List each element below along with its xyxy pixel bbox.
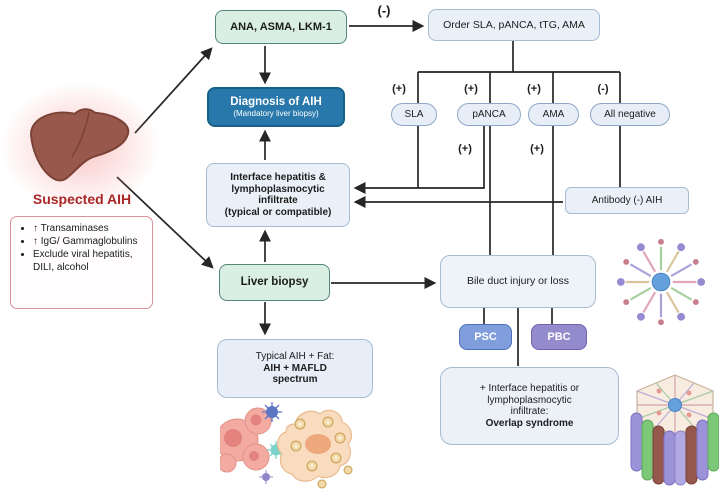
node-all-negative: All negative [590,103,670,126]
criteria-item: Exclude viral hepatitis, DILI, alcohol [33,249,148,273]
node-pbc: PBC [531,324,587,350]
edge-label-sla-positive: (+) [392,83,406,95]
edge-label-ama-positive-2: (+) [530,143,544,155]
edge-label-all-negative: (-) [597,83,609,95]
node-ama: AMA [528,103,579,126]
liver-illustration [30,108,130,182]
liver-lobule-3d-illustration [630,374,719,486]
edge-label-panca-positive: (+) [464,83,478,95]
suspected-aih-label: Suspected AIH [32,191,132,207]
edge-label-panca-positive-2: (+) [458,143,472,155]
interface-line: lymphoplasmocytic [231,183,325,195]
suspicion-criteria-box: ↑ Transaminases ↑ IgG/ Gammaglobulins Ex… [10,216,153,309]
criteria-item: ↑ IgG/ Gammaglobulins [33,236,148,248]
node-aih-mafld-spectrum: Typical AIH + Fat: AIH + MAFLD spectrum [217,339,373,398]
node-bile-duct-injury: Bile duct injury or loss [440,255,596,308]
criteria-item: ↑ Transaminases [33,223,148,235]
node-ana-asma-lkm1: ANA, ASMA, LKM-1 [215,10,347,44]
node-antibody-negative-aih: Antibody (-) AIH [565,187,689,214]
node-sla: SLA [391,103,437,126]
edge-label-ama-positive: (+) [527,83,541,95]
overlap-line: lymphoplasmocytic [487,394,572,406]
node-psc: PSC [459,324,512,350]
overlap-line: + Interface hepatitis or [479,383,580,394]
node-order-antibody-panel: Order SLA, pANCA, tTG, AMA [428,9,600,41]
node-diagnosis-of-aih: Diagnosis of AIH (Mandatory liver biopsy… [207,87,345,127]
typical-line: Typical AIH + Fat: [255,351,335,363]
liver-lobule-cross-section-illustration [616,238,706,326]
interface-line: (typical or compatible) [224,206,332,218]
diagnosis-title: Diagnosis of AIH [230,95,322,108]
edge-label-negative: (-) [377,3,391,18]
node-liver-biopsy: Liver biopsy [219,264,330,301]
typical-bold-line: spectrum [272,374,318,386]
typical-bold-line: AIH + MAFLD [263,362,327,374]
overlap-line: infiltrate: [510,406,549,417]
interface-line: Interface hepatitis & [230,172,326,183]
histology-cells-illustration [220,402,353,489]
node-interface-hepatitis: Interface hepatitis & lymphoplasmocytic … [206,163,350,227]
interface-line: infiltrate [258,195,298,206]
diagnosis-subtitle: (Mandatory liver biopsy) [233,109,319,119]
overlap-bold-line: Overlap syndrome [485,417,574,429]
node-panca: pANCA [457,103,521,126]
node-overlap-syndrome: + Interface hepatitis or lymphoplasmocyt… [440,367,619,445]
